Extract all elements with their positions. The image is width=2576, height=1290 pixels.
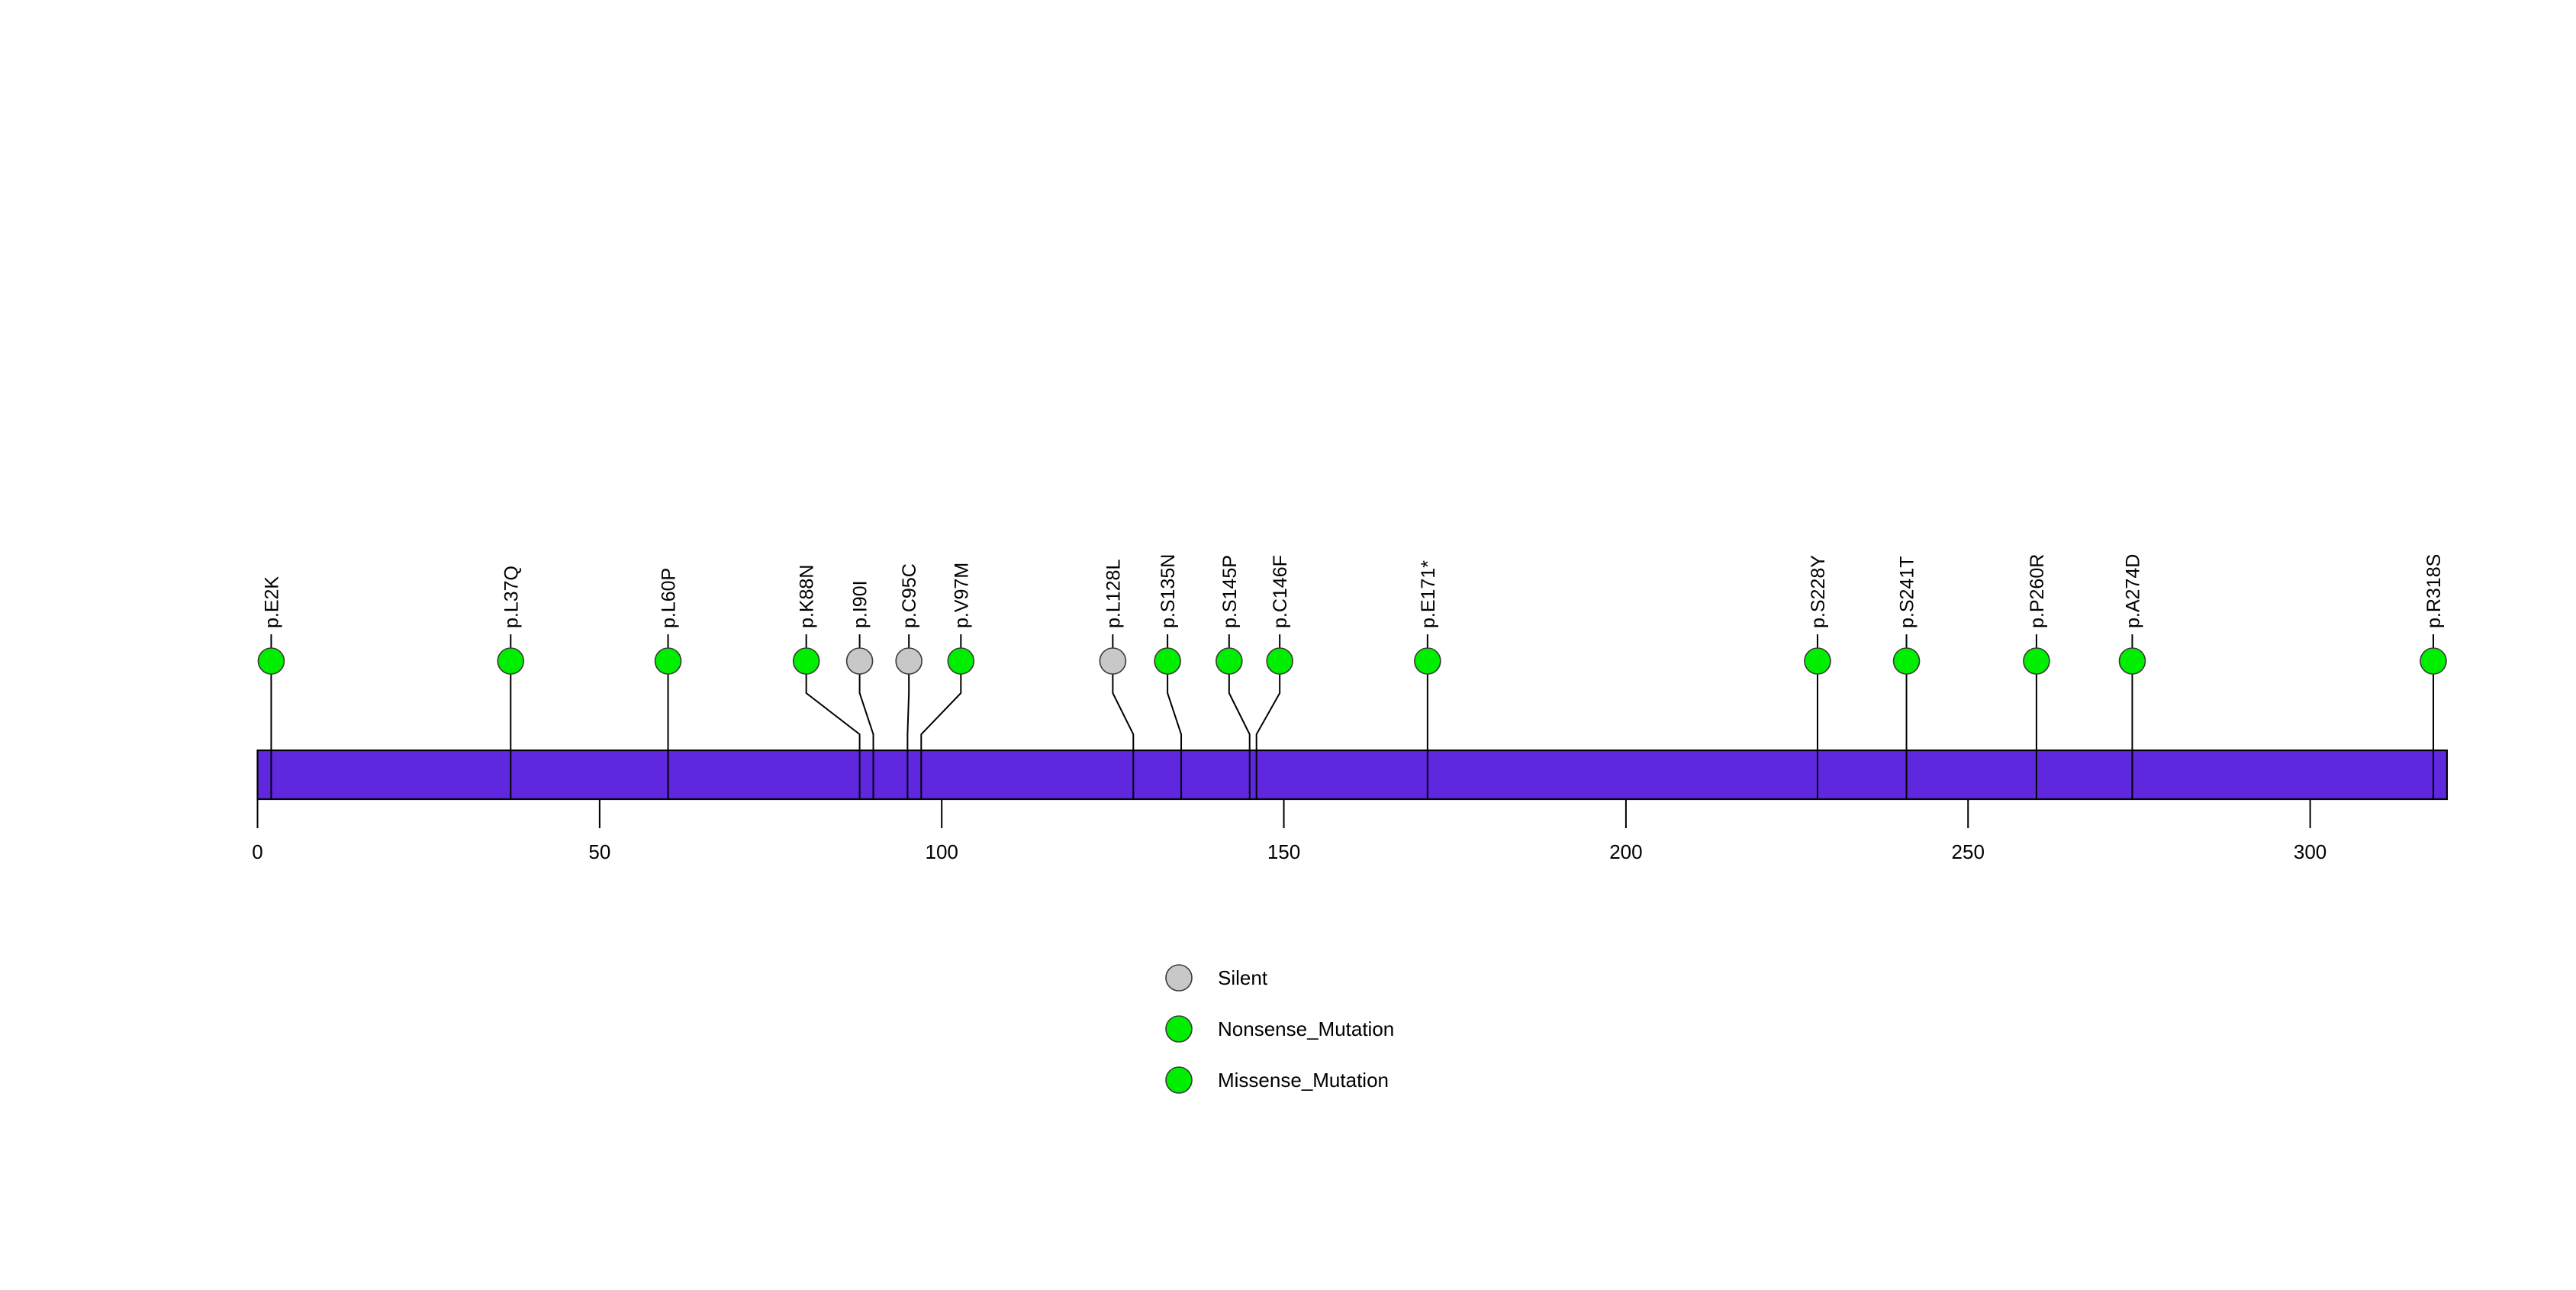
lollipop-connector [858, 661, 874, 799]
mutation-label: p.S241T [1897, 556, 1918, 628]
x-axis-tick-label: 100 [926, 840, 958, 863]
lollipop-head[interactable] [947, 647, 975, 675]
mutation-label: p.R318S [2423, 554, 2445, 628]
x-axis-tick-label: 50 [588, 840, 610, 863]
lollipop-head[interactable] [895, 647, 923, 675]
mutation-label: p.L37Q [501, 566, 522, 628]
mutation-label: p.L60P [658, 568, 680, 628]
mutation-label: p.L128L [1103, 560, 1124, 628]
lollipop-head[interactable] [845, 647, 874, 675]
protein-backbone-bar [256, 749, 2449, 801]
mutation-label: p.P260R [2027, 554, 2048, 628]
x-axis-tick-label: 0 [252, 840, 262, 863]
legend-label: Nonsense_Mutation [1218, 1017, 1394, 1040]
lollipop-connector [805, 661, 861, 799]
legend-swatch[interactable] [1165, 964, 1193, 992]
lollipop-head[interactable] [792, 647, 820, 675]
mutation-label: p.I90I [850, 580, 871, 628]
lollipop-labels: p.E2K p.L37Q p.L60P p.K88N p.I90I p.C95C p.V97… [261, 554, 2445, 628]
lollipop-head[interactable] [1266, 647, 1293, 675]
mutation-label: p.S228Y [1808, 555, 1829, 628]
x-axis-tick-label: 300 [2294, 840, 2326, 863]
mutation-label: p.C146F [1270, 555, 1291, 628]
mutation-label: p.K88N [797, 565, 818, 628]
lollipop-head[interactable] [497, 647, 525, 675]
lollipop-connector [1228, 661, 1251, 799]
x-axis-tick-label: 200 [1609, 840, 1642, 863]
lollipop-head[interactable] [2023, 647, 2050, 675]
lollipop-connector [1255, 661, 1281, 799]
lollipop-head[interactable] [1804, 647, 1831, 675]
legend-label: Silent [1218, 966, 1268, 989]
lollipop-head[interactable] [1154, 647, 1181, 675]
lollipop-head[interactable] [1216, 647, 1243, 675]
lollipop-heads [257, 647, 2447, 675]
mutation-label: p.S135N [1158, 554, 1179, 628]
mutation-label: p.S145P [1219, 555, 1241, 628]
legend-swatch[interactable] [1165, 1066, 1193, 1094]
legend-label: Missense_Mutation [1218, 1069, 1389, 1092]
lollipop-head[interactable] [654, 647, 682, 675]
mutation-label: p.A274D [2122, 554, 2143, 628]
lollipop-head[interactable] [2118, 647, 2146, 675]
lollipop-head[interactable] [1099, 647, 1127, 675]
mutation-label: p.E171* [1418, 560, 1439, 628]
lollipop-connector [906, 661, 910, 799]
x-axis: 0 50 100 150 200 250 300 [252, 799, 2326, 863]
lollipop-head[interactable] [257, 647, 285, 675]
lollipop-head[interactable] [2420, 647, 2447, 675]
lollipop-connector [920, 661, 962, 799]
lollipop-head[interactable] [1414, 647, 1441, 675]
mutation-label: p.V97M [951, 563, 972, 628]
protein-domain-track [256, 749, 2449, 801]
legend-swatch[interactable] [1165, 1015, 1193, 1043]
x-axis-tick-label: 150 [1267, 840, 1300, 863]
lollipop-connector [1167, 661, 1183, 799]
mutation-label: p.C95C [899, 563, 920, 628]
x-axis-tick-label: 250 [1952, 840, 1985, 863]
mutation-label: p.E2K [261, 576, 282, 628]
lollipop-head[interactable] [1892, 647, 1921, 675]
lollipop-connector [1112, 661, 1135, 799]
